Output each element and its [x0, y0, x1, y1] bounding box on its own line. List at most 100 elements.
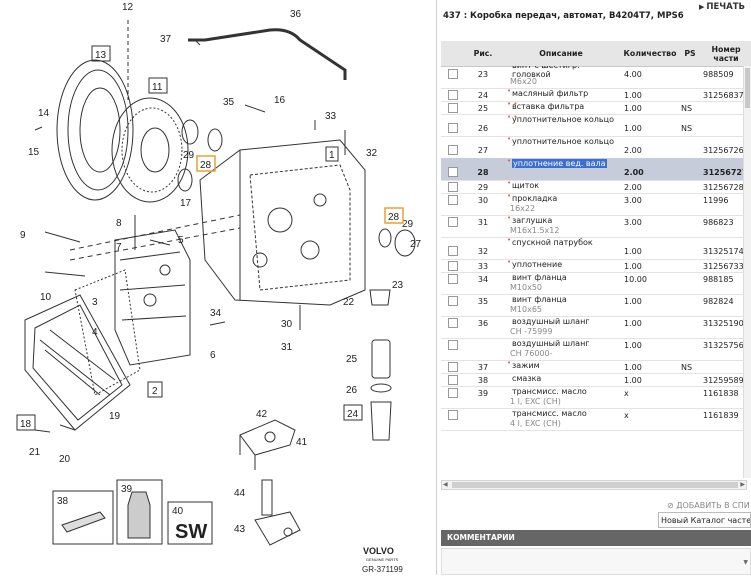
parts-table: 23•винт с шестигр. головкойM6x204.009885… [441, 66, 747, 478]
col-part-number[interactable]: Номер части [711, 44, 741, 63]
row-part-number[interactable]: 31325174 [703, 247, 744, 256]
row-description: спускной патрубок [512, 238, 593, 247]
row-description: трансмисс. масло [512, 409, 587, 418]
row-checkbox[interactable] [448, 388, 458, 398]
row-checkbox[interactable] [448, 123, 458, 133]
row-ref: 37 [477, 363, 489, 372]
row-checkbox[interactable] [448, 274, 458, 284]
row-marker: • [507, 135, 512, 143]
row-qty: 1.00 [624, 104, 642, 113]
row-marker: • [507, 157, 512, 165]
svg-text:16: 16 [274, 95, 286, 106]
svg-text:15: 15 [28, 147, 40, 158]
row-checkbox[interactable] [448, 69, 458, 79]
row-ps: NS [681, 124, 693, 133]
row-checkbox[interactable] [448, 217, 458, 227]
row-checkbox[interactable] [448, 410, 458, 420]
scroll-thumb[interactable] [745, 68, 750, 108]
row-qty: 2.00 [624, 146, 642, 155]
highlighted-text: уплотнение вед. вала [512, 159, 607, 168]
row-part-number[interactable]: 31325190 [703, 319, 744, 328]
row-checkbox[interactable] [448, 145, 458, 155]
vertical-scrollbar[interactable] [743, 66, 751, 478]
scroll-down-icon[interactable]: ▼ [743, 559, 748, 566]
row-spec: CH -75999 [510, 327, 553, 336]
comments-box[interactable]: ▼ [441, 548, 751, 575]
svg-text:8: 8 [116, 218, 122, 229]
col-qty[interactable]: Количество [623, 49, 677, 58]
row-checkbox[interactable] [448, 340, 458, 350]
row-checkbox[interactable] [448, 318, 458, 328]
row-ref: 28 [477, 168, 489, 177]
row-checkbox[interactable] [448, 103, 458, 113]
row-spec: M6x20 [510, 77, 537, 86]
svg-text:2: 2 [152, 386, 158, 397]
col-description[interactable]: Описание [539, 49, 583, 58]
row-part-number[interactable]: 1161839 [703, 411, 739, 420]
row-part-number[interactable]: 31256837 [703, 91, 744, 100]
row-part-number[interactable]: 988509 [703, 70, 734, 79]
row-ref: 31 [477, 218, 489, 227]
row-qty: 2.00 [624, 168, 644, 177]
add-to-list-button[interactable]: ⊘ ДОБАВИТЬ В СПИ [667, 501, 750, 510]
scroll-left-icon[interactable]: ◀ [443, 481, 448, 488]
svg-text:44: 44 [234, 488, 246, 499]
horizontal-scrollbar[interactable]: ◀ ▶ [441, 480, 747, 490]
row-qty: 1.00 [624, 124, 642, 133]
row-part-number[interactable]: 31259589 [703, 376, 744, 385]
row-marker: • [507, 179, 512, 187]
row-part-number[interactable]: 31256728 [703, 183, 744, 192]
row-ref: 24 [477, 91, 489, 100]
row-part-number[interactable]: 31325756 [703, 341, 744, 350]
row-checkbox[interactable] [448, 296, 458, 306]
row-part-number[interactable]: 11996 [703, 196, 729, 205]
row-checkbox[interactable] [448, 246, 458, 256]
row-checkbox[interactable] [448, 195, 458, 205]
row-part-number[interactable]: 982824 [703, 297, 734, 306]
col-ref[interactable]: Рис. [473, 49, 493, 58]
row-checkbox[interactable] [448, 375, 458, 385]
table-row[interactable]: 23•винт с шестигр. головкойM6x204.009885… [441, 66, 747, 89]
h-scroll-thumb[interactable] [452, 482, 738, 488]
row-part-number[interactable]: 988185 [703, 275, 734, 284]
exploded-view-svg: 12 36 37 35 16 33 14 15 32 29 17 8 5 7 9… [16, 2, 422, 574]
table-row[interactable]: 28 •уплотнение вед. вала 2.00 31256727 [441, 157, 747, 181]
scroll-right-icon[interactable]: ▶ [740, 481, 745, 488]
row-description: смазка [512, 374, 542, 383]
row-checkbox[interactable] [448, 90, 458, 100]
row-checkbox[interactable] [448, 362, 458, 372]
row-checkbox[interactable] [448, 167, 458, 177]
row-part-number[interactable]: 986823 [703, 218, 734, 227]
col-ps[interactable]: PS [684, 49, 696, 58]
svg-text:6: 6 [210, 350, 216, 361]
row-checkbox[interactable] [448, 261, 458, 271]
row-part-number[interactable]: 1161838 [703, 389, 739, 398]
row-part-number[interactable]: 31256726 [703, 146, 744, 155]
row-part-number[interactable]: 31256727 [703, 168, 747, 177]
add-to-list-label: ДОБАВИТЬ В СПИ [676, 501, 750, 510]
row-checkbox[interactable] [448, 182, 458, 192]
print-button[interactable]: ▶ПЕЧАТЬ [699, 2, 745, 12]
catalog-select[interactable]: Новый Каталог часте [658, 512, 751, 528]
row-description: уплотнительное кольцо [512, 115, 614, 124]
row-part-number[interactable]: 31256733 [703, 262, 744, 271]
svg-text:39: 39 [121, 484, 133, 495]
row-marker: • [507, 66, 511, 67]
